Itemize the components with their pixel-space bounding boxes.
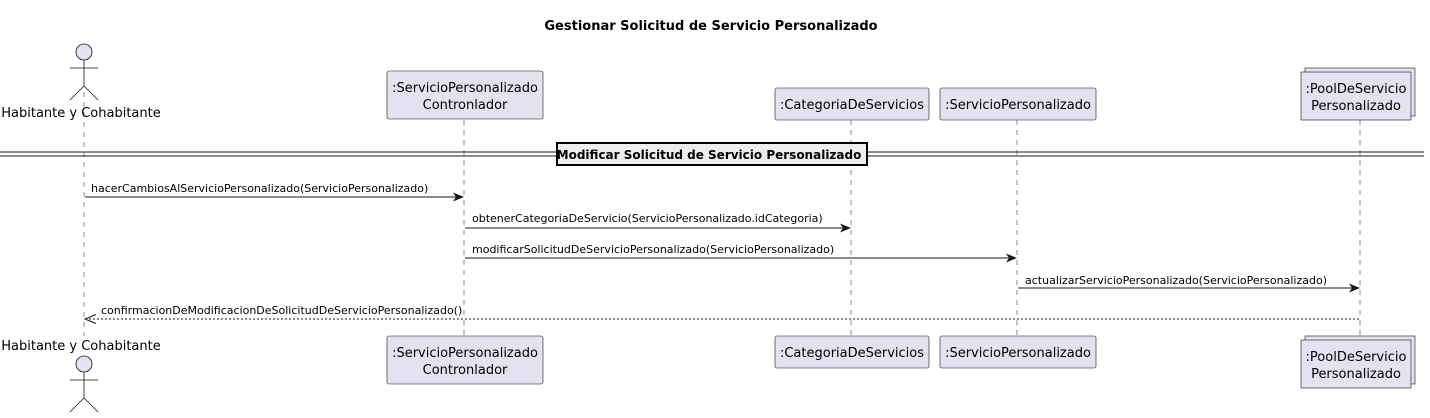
participant-pool-bottom: :PoolDeServicio Personalizado [1300, 335, 1416, 389]
divider: Modificar Solicitud de Servicio Personal… [0, 142, 1424, 166]
participant-label: :CategoriaDeServicios [780, 346, 924, 361]
actor-head-icon [75, 355, 93, 373]
participant-label: :PoolDeServicio [1306, 82, 1407, 97]
participant-categoria-top: :CategoriaDeServicios [774, 87, 930, 121]
arrow-right-icon [1006, 253, 1017, 263]
actor-bottom: Habitante y Cohabitante [1, 339, 161, 413]
participant-label: Personalizado [1311, 99, 1401, 114]
arrow-right-icon [840, 223, 851, 233]
message-4: actualizarServicioPersonalizado(Servicio… [1018, 274, 1360, 293]
participant-servicio-top: :ServicioPersonalizado [939, 87, 1097, 121]
participant-label: Contronlador [423, 98, 508, 113]
participant-label: :ServicioPersonalizado [945, 346, 1091, 361]
message-label: confirmacionDeModificacionDeSolicitudDeS… [101, 304, 462, 317]
arrow-right-icon [453, 192, 464, 202]
message-3: modificarSolicitudDeServicioPersonalizad… [465, 243, 1017, 263]
actor-top: Habitante y Cohabitante [1, 43, 161, 121]
actor-head-icon [75, 43, 93, 61]
diagram-title: Gestionar Solicitud de Servicio Personal… [544, 19, 877, 34]
message-5-return: confirmacionDeModificacionDeSolicitudDeS… [83, 304, 1359, 324]
participant-controlador-bottom: :ServicioPersonalizado Contronlador [386, 335, 544, 385]
participant-servicio-bottom: :ServicioPersonalizado [939, 335, 1097, 369]
divider-label: Modificar Solicitud de Servicio Personal… [557, 148, 862, 162]
actor-label-top: Habitante y Cohabitante [1, 106, 160, 121]
message-label: modificarSolicitudDeServicioPersonalizad… [472, 243, 834, 256]
participant-label: :PoolDeServicio [1306, 350, 1407, 365]
message-2: obtenerCategoriaDeServicio(ServicioPerso… [465, 212, 851, 233]
participant-label: :ServicioPersonalizado [392, 346, 538, 361]
participant-label: Contronlador [423, 363, 508, 378]
participant-label: :CategoriaDeServicios [780, 98, 924, 113]
message-label: hacerCambiosAlServicioPersonalizado(Serv… [91, 182, 428, 195]
actor-label-bottom: Habitante y Cohabitante [1, 339, 160, 354]
arrow-right-icon [1349, 283, 1360, 293]
arrow-left-icon [83, 314, 97, 324]
participant-label: Personalizado [1311, 367, 1401, 382]
participant-pool-top: :PoolDeServicio Personalizado [1300, 67, 1416, 121]
participant-label: :ServicioPersonalizado [392, 81, 538, 96]
participant-label: :ServicioPersonalizado [945, 98, 1091, 113]
message-label: actualizarServicioPersonalizado(Servicio… [1025, 274, 1327, 287]
message-label: obtenerCategoriaDeServicio(ServicioPerso… [472, 212, 823, 225]
participant-controlador-top: :ServicioPersonalizado Contronlador [386, 70, 544, 120]
message-1: hacerCambiosAlServicioPersonalizado(Serv… [85, 182, 464, 202]
participant-categoria-bottom: :CategoriaDeServicios [774, 335, 930, 369]
